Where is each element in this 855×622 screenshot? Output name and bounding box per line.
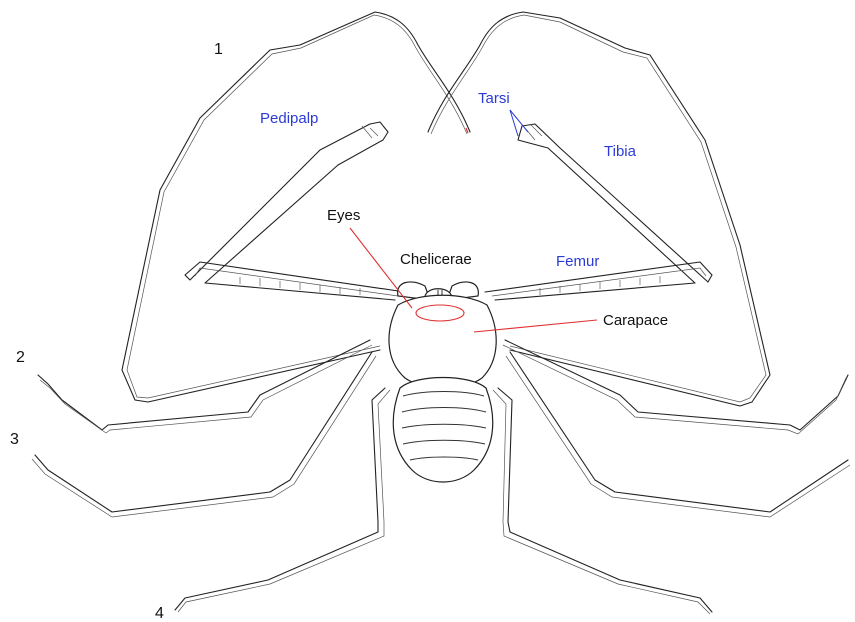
leg-number-3: 3	[10, 431, 19, 448]
abdomen	[393, 378, 493, 483]
eyes-pointer	[350, 228, 412, 308]
pedipalp-left	[185, 122, 405, 300]
tarsi-pointer-right	[510, 110, 528, 132]
leg-3-left	[32, 352, 376, 517]
leg-2-left	[38, 340, 372, 433]
leg-4-right	[493, 388, 712, 614]
label-femur: Femur	[556, 253, 599, 270]
leg-number-2: 2	[16, 349, 25, 366]
label-carapace: Carapace	[603, 312, 668, 329]
leg-number-1: 1	[214, 41, 223, 58]
tarsi-pointer-left	[510, 110, 518, 136]
label-tarsi: Tarsi	[478, 90, 510, 107]
label-chelicerae: Chelicerae	[400, 251, 472, 268]
carapace	[389, 295, 496, 388]
label-tibia: Tibia	[604, 143, 637, 160]
label-pedipalp: Pedipalp	[260, 110, 318, 127]
pedipalp-right	[485, 124, 712, 300]
leg-number-4: 4	[155, 605, 164, 622]
label-eyes: Eyes	[327, 207, 360, 224]
leg-3-right	[506, 352, 850, 517]
